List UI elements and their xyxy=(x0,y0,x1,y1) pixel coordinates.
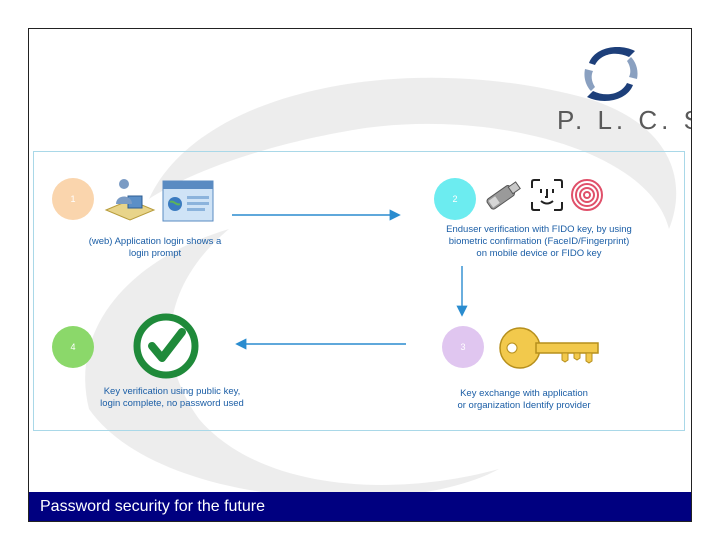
footer-title: Password security for the future xyxy=(40,498,265,515)
flow-arrows xyxy=(232,209,468,350)
step-4-number: 4 xyxy=(70,342,76,352)
face-id-icon xyxy=(531,179,563,211)
step-1-number: 1 xyxy=(70,194,76,204)
step-3-number: 3 xyxy=(460,342,466,352)
step-4-text: Key verification using public key, login… xyxy=(100,386,244,409)
step-2-text: Enduser verification with FIDO key, by u… xyxy=(446,224,632,259)
step-2-number: 2 xyxy=(452,194,458,204)
step-1-text: (web) Application login shows a login pr… xyxy=(88,236,222,259)
usb-key-icon xyxy=(486,181,521,210)
user-computer-icon xyxy=(104,179,156,221)
checkmark-icon xyxy=(133,313,199,379)
step-2-circle: 2 xyxy=(434,178,476,220)
step-3-circle: 3 xyxy=(442,326,484,368)
flow-diagram: 1 (web) Application login shows a login … xyxy=(33,151,685,431)
step-4-circle: 4 xyxy=(52,326,94,368)
step-1-circle: 1 xyxy=(52,178,94,220)
plcs-logo: P. L. C. S. xyxy=(557,41,691,141)
logo-text: P. L. C. S. xyxy=(557,105,691,135)
logo-mark-icon xyxy=(584,47,638,101)
step-3-text: Key exchange with application or organiz… xyxy=(457,388,591,411)
key-icon xyxy=(499,327,599,369)
slide: P. L. C. S. 1 xyxy=(28,28,692,522)
fingerprint-icon xyxy=(571,179,603,211)
browser-window-icon xyxy=(162,180,214,222)
background-swoosh xyxy=(85,77,677,499)
footer-title-bar: Password security for the future xyxy=(29,492,691,521)
